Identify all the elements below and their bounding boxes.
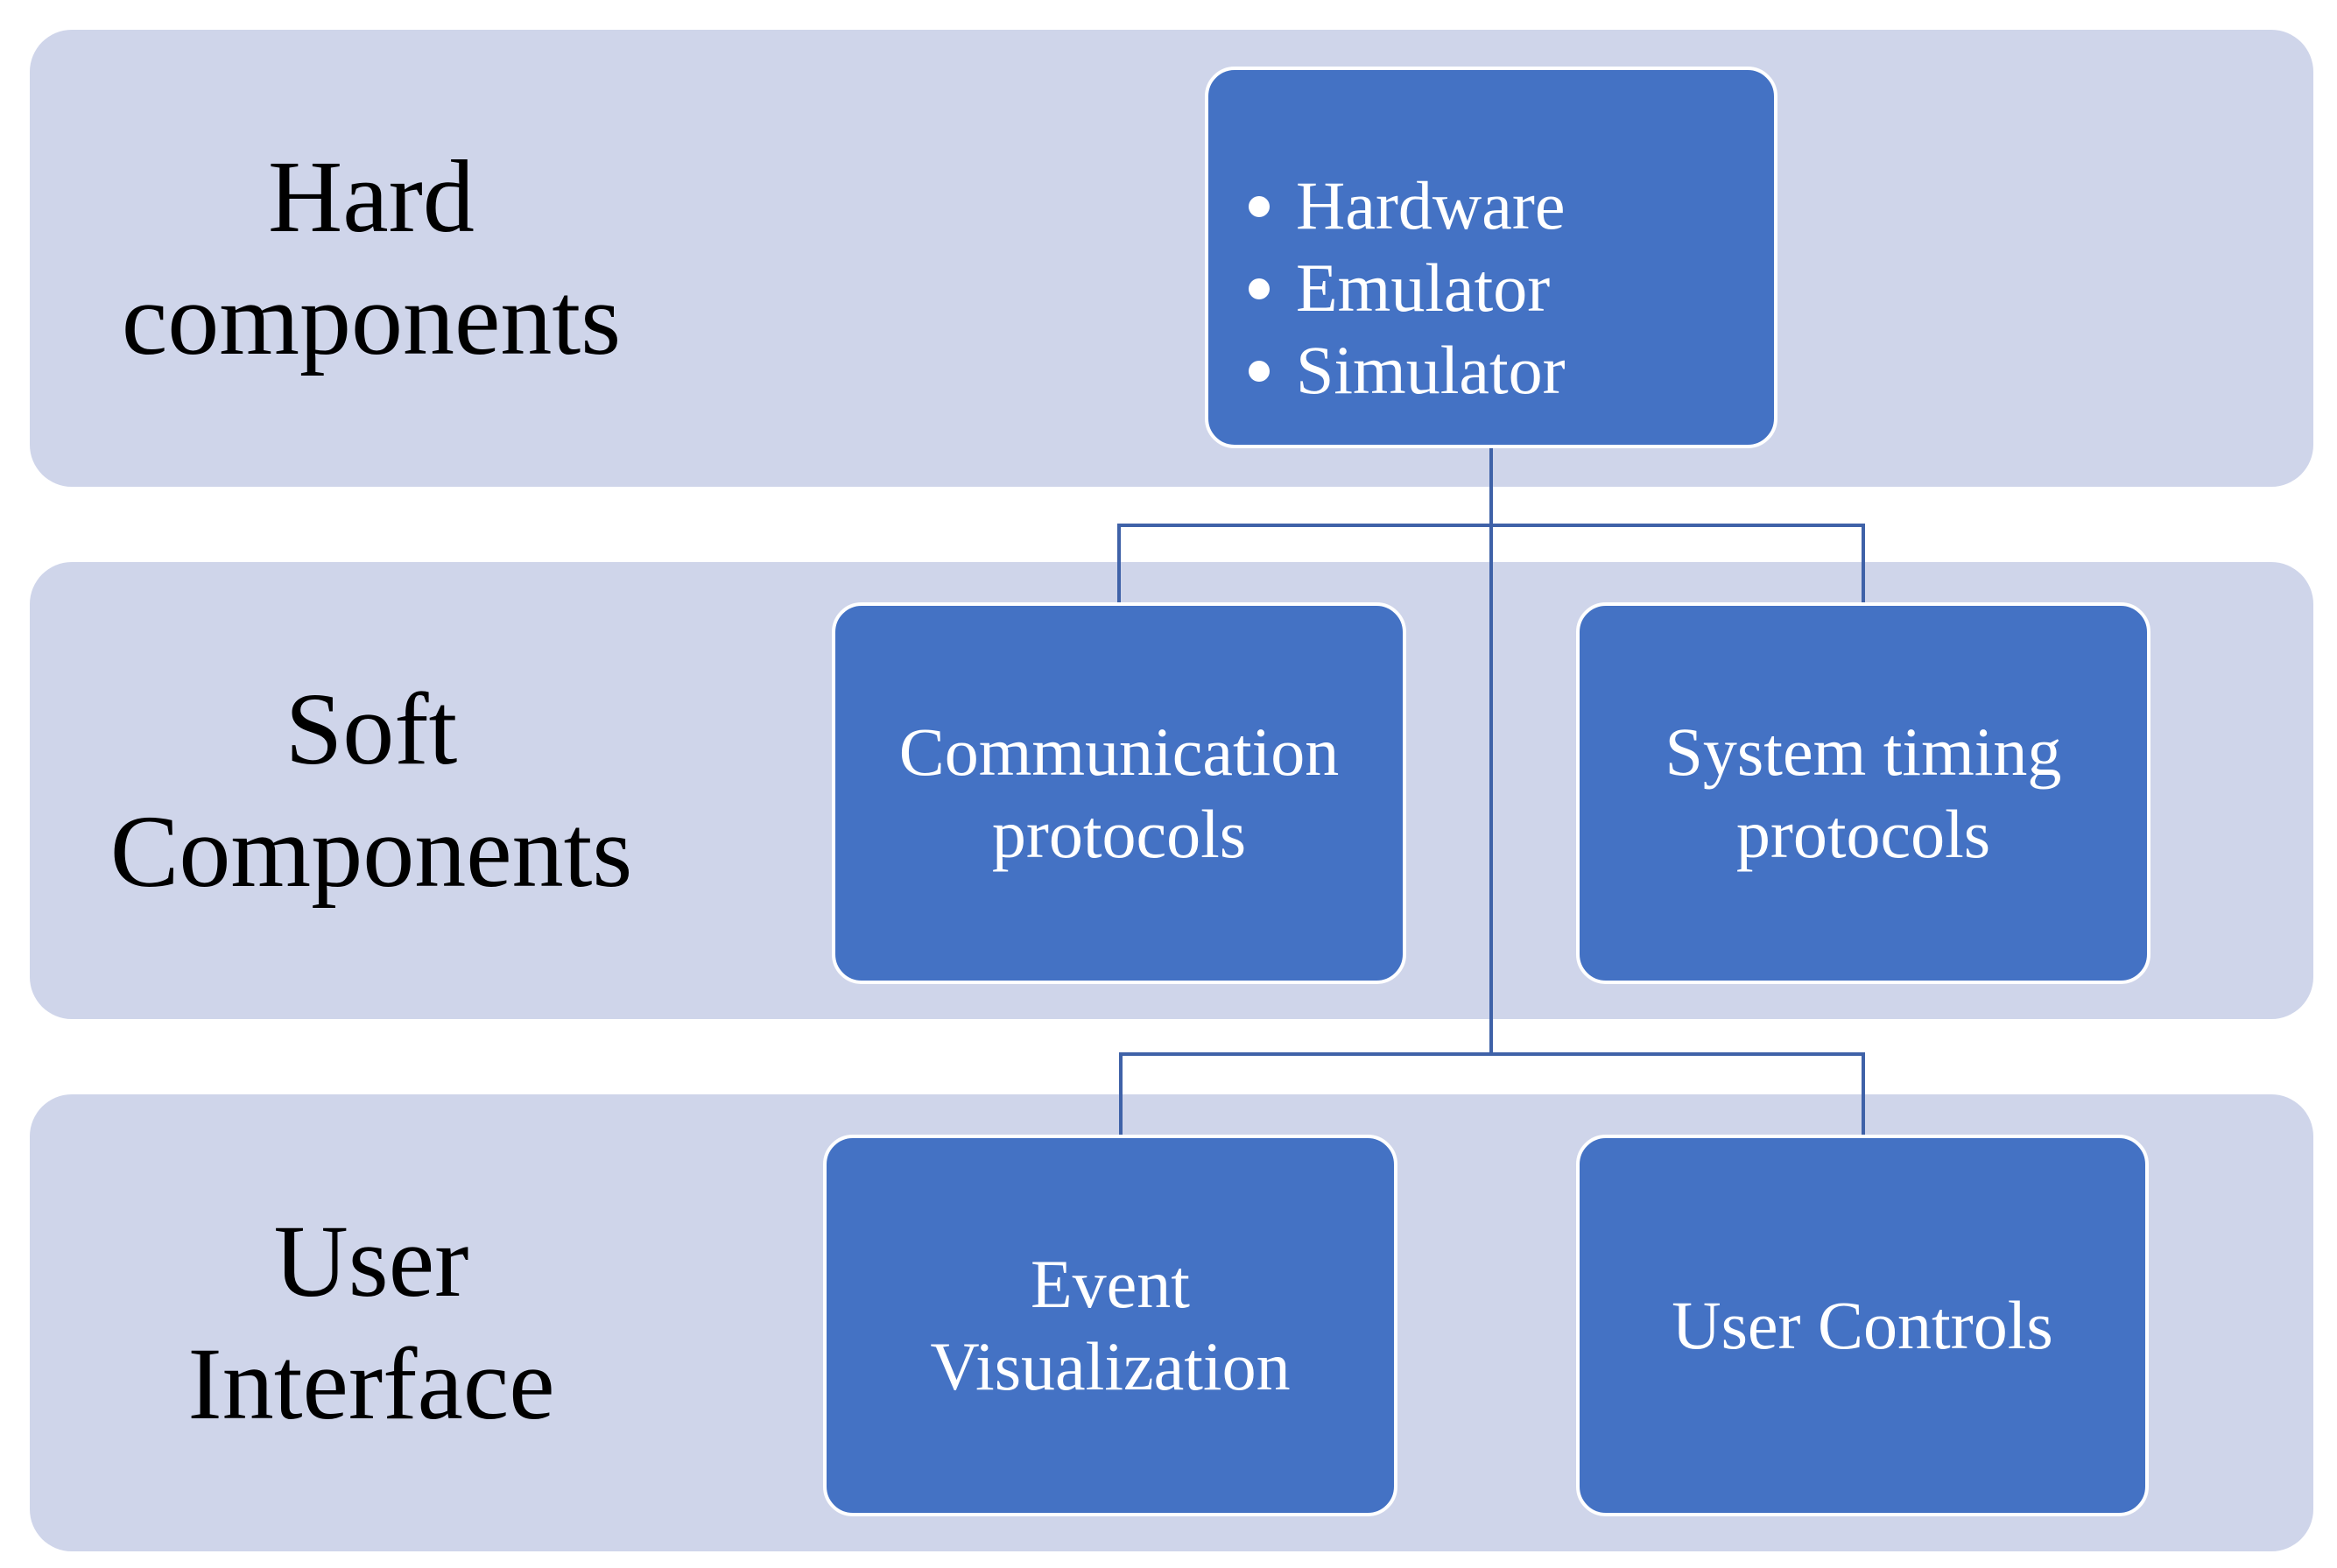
node-label-line: System timing [1665, 714, 2062, 790]
list-item: Hardware [1243, 165, 1769, 247]
node-hard-components: Hardware Emulator Simulator [1205, 67, 1777, 448]
row-label-soft-components: Soft Components [30, 562, 713, 1019]
row-label-line: User [273, 1204, 469, 1318]
row-label-line: Interface [187, 1326, 555, 1441]
node-event-visualization: Event Visualization [823, 1135, 1397, 1516]
connector-soft-branch [1117, 524, 1865, 602]
row-label-line: components [121, 262, 622, 376]
node-user-controls: User Controls [1576, 1135, 2149, 1516]
node-label-line: Communication [898, 714, 1340, 790]
connector-ui-branch [1119, 1052, 1865, 1135]
bullet-icon [1249, 278, 1270, 299]
list-item-label: Emulator [1296, 250, 1551, 326]
row-label-line: Soft [285, 671, 458, 786]
node-label-line: User Controls [1672, 1287, 2053, 1363]
list-item: Emulator [1243, 247, 1769, 329]
row-label-line: Hard [268, 139, 475, 254]
node-label-line: protocols [991, 796, 1247, 872]
node-label-line: Visualization [930, 1328, 1291, 1404]
row-label-hard-components: Hard components [30, 30, 713, 487]
row-label-line: Components [109, 794, 633, 909]
row-label-user-interface: User Interface [30, 1094, 713, 1551]
hard-components-list: Hardware Emulator Simulator [1243, 165, 1769, 411]
list-item: Simulator [1243, 329, 1769, 411]
list-item-label: Hardware [1296, 167, 1566, 243]
node-system-timing-protocols: System timing protocols [1576, 602, 2150, 984]
node-label-line: Event [1031, 1246, 1190, 1322]
list-item-label: Simulator [1296, 332, 1566, 408]
bullet-icon [1249, 196, 1270, 217]
bullet-icon [1249, 361, 1270, 382]
node-communication-protocols: Communication protocols [832, 602, 1406, 984]
band-hard-components [30, 30, 2313, 487]
node-label-line: protocols [1735, 796, 1991, 872]
